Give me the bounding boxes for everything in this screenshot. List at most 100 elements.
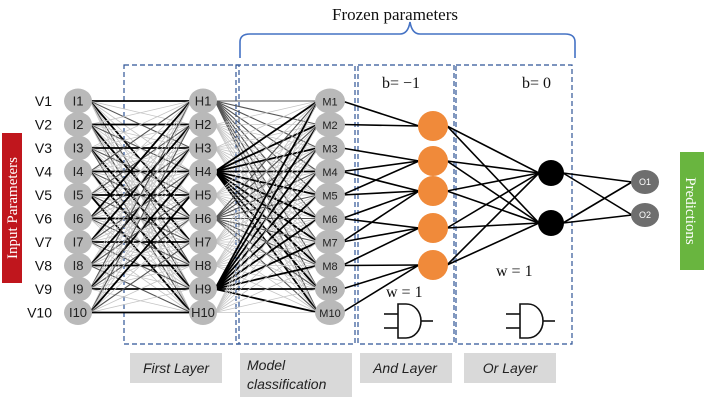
- hidden-node: [189, 206, 217, 231]
- hidden-node-label: H6: [195, 211, 212, 226]
- model-node-label: M8: [322, 261, 337, 273]
- hidden-node-label: H2: [195, 117, 212, 132]
- input-hidden-edge: [89, 100, 192, 172]
- model-node-label: M4: [322, 167, 337, 179]
- model-and-edge: [341, 100, 420, 127]
- hidden-node: [189, 300, 217, 325]
- input-hidden-edge: [89, 147, 192, 313]
- input-hidden-edge: [89, 100, 192, 313]
- input-variable-label: V5: [35, 187, 52, 203]
- or-output-connections: [562, 172, 633, 224]
- hidden-model-edge: [214, 171, 319, 313]
- input-node: [64, 300, 92, 325]
- and-gate-icon: [384, 303, 433, 339]
- input-variable-label: V4: [35, 164, 52, 180]
- model-node-label: M1: [322, 97, 337, 109]
- first-layer-frame: [123, 64, 240, 345]
- input-variable-label: V3: [35, 140, 52, 156]
- model-node-label: M9: [322, 285, 337, 297]
- model-and-edge: [341, 160, 420, 173]
- and-nodes: [418, 111, 448, 280]
- model-node-label: M3: [322, 144, 337, 156]
- model-node-label: M6: [322, 214, 337, 226]
- model-node: [315, 253, 345, 278]
- hidden-model-connections: [214, 100, 319, 314]
- input-hidden-edge: [89, 194, 192, 314]
- model-and-edge: [341, 227, 420, 243]
- input-hidden-edge: [89, 100, 192, 125]
- input-node: [64, 206, 92, 231]
- input-variable-label: V9: [35, 281, 52, 297]
- or-output-edge: [562, 172, 633, 183]
- input-variable-label: V2: [35, 117, 52, 133]
- hidden-model-edge: [214, 100, 319, 196]
- and-node: [418, 146, 448, 176]
- model-and-edge: [341, 264, 420, 267]
- hidden-model-edge: [214, 100, 319, 313]
- input-node: [64, 88, 92, 114]
- input-hidden-edge: [89, 171, 192, 313]
- and-or-edge: [446, 190, 540, 224]
- input-node: [64, 253, 92, 278]
- input-variable-label: V10: [27, 305, 52, 321]
- and-layer-frame: [357, 64, 455, 345]
- and-or-edge: [446, 172, 540, 192]
- and-node: [418, 250, 448, 280]
- and-layer-label-box: [360, 353, 452, 383]
- hidden-node-label: H8: [195, 258, 212, 273]
- input-node: [64, 276, 92, 302]
- input-node-label: I8: [73, 258, 84, 273]
- and-node: [418, 111, 448, 141]
- hidden-model-edge: [214, 218, 319, 313]
- input-node-label: I9: [73, 282, 84, 297]
- input-parameters-bar: [2, 133, 22, 283]
- model-node: [315, 206, 345, 231]
- input-node: [64, 135, 92, 161]
- model-node-label: M7: [322, 238, 337, 250]
- input-variable-label: V1: [35, 93, 52, 109]
- model-node: [315, 88, 345, 114]
- hidden-node-label: H1: [195, 94, 212, 109]
- input-hidden-edge: [89, 124, 192, 313]
- input-hidden-edge: [89, 265, 192, 313]
- or-bias-label: b= 0: [522, 75, 551, 92]
- hidden-model-edge: [214, 100, 319, 173]
- input-hidden-edge: [89, 100, 192, 290]
- hidden-model-edge: [214, 124, 319, 313]
- model-and-edge: [341, 264, 420, 290]
- input-variable-label: V6: [35, 211, 52, 227]
- hidden-model-edge: [214, 100, 319, 243]
- model-node-label: M10: [319, 308, 340, 320]
- input-hidden-edge: [89, 288, 192, 313]
- input-node-label: I7: [73, 235, 84, 250]
- input-variable-label: V7: [35, 234, 52, 250]
- and-weight-label: w = 1: [386, 284, 423, 301]
- input-hidden-connections: [89, 100, 192, 314]
- hidden-node: [189, 159, 217, 184]
- input-hidden-edge: [89, 241, 192, 313]
- model-label-line2: classification: [247, 376, 327, 392]
- input-node: [64, 182, 92, 208]
- model-node: [315, 229, 345, 255]
- input-node-label: I1: [73, 94, 84, 109]
- model-node: [315, 276, 345, 302]
- model-and-edge: [341, 190, 420, 243]
- model-and-edge: [341, 227, 420, 267]
- hidden-node: [189, 182, 217, 208]
- hidden-node: [189, 253, 217, 278]
- input-variable-label: V8: [35, 258, 52, 274]
- model-and-edge: [341, 264, 420, 314]
- hidden-model-edge: [214, 100, 319, 266]
- or-layer-label-box: [464, 353, 556, 383]
- frozen-parameters-title: Frozen parameters: [332, 5, 458, 24]
- or-output-edge: [562, 181, 633, 224]
- model-and-edge: [341, 160, 420, 196]
- hidden-model-edge: [214, 100, 319, 149]
- and-or-edge: [446, 172, 540, 229]
- input-node: [64, 112, 92, 137]
